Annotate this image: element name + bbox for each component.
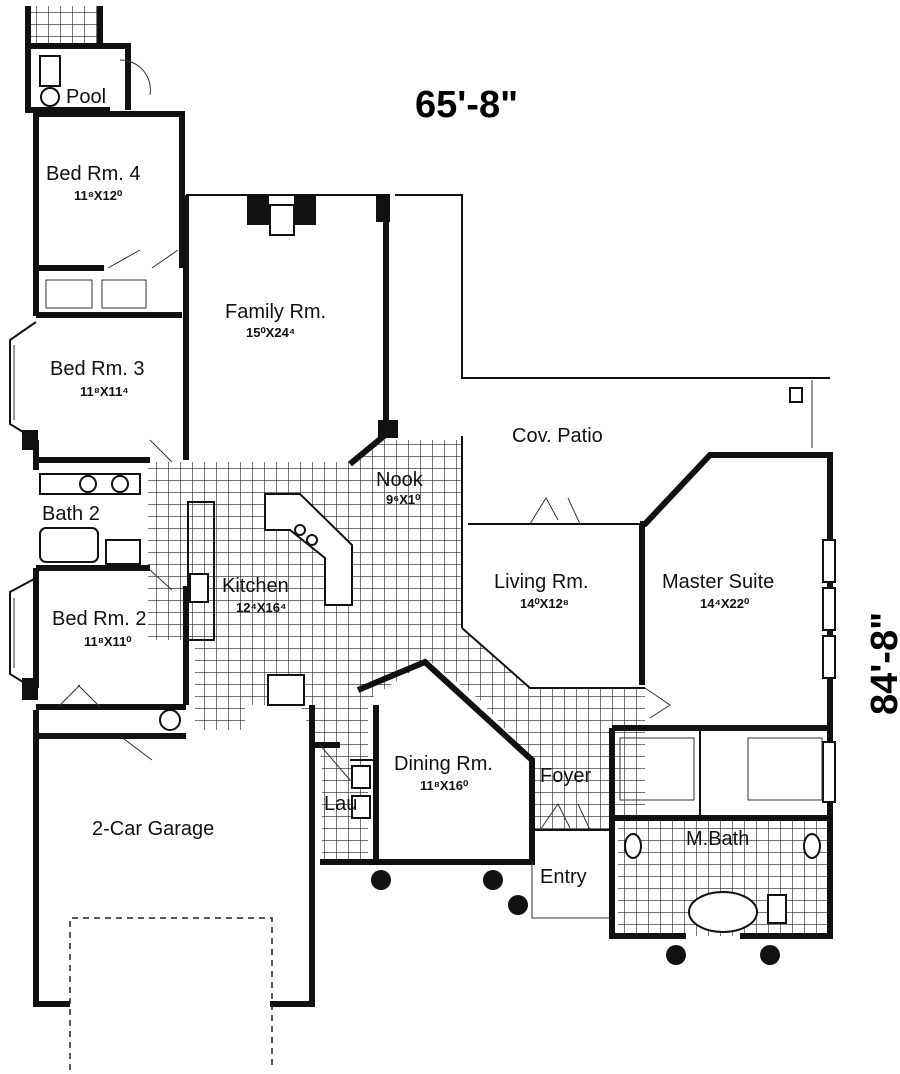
bed4-label: Bed Rm. 4 [46,163,140,185]
family-size: 15⁰X24⁴ [246,325,295,340]
bed2-size: 11⁸X11⁰ [84,634,132,649]
nook-label: Nook [376,469,424,491]
depth-dimension: 84'-8" [864,612,900,715]
laundry-label: Lau [324,793,357,815]
tiled-floor [28,6,828,936]
master-label: Master Suite [662,571,774,593]
kitchen-size: 12⁴X16⁴ [236,600,286,615]
bed4-size: 11⁸X12⁰ [74,188,123,203]
mbath-label: M.Bath [686,828,749,850]
patio-outline [395,194,830,448]
windows [822,539,836,803]
bath2-label: Bath 2 [42,503,100,525]
solid-blocks [22,195,780,965]
room-labels: Pool Bed Rm. 4 11⁸X12⁰ Family Rm. 15⁰X24… [42,86,774,888]
pool-label: Pool [66,86,106,108]
foyer-label: Foyer [540,765,591,787]
bay-windows [9,321,37,691]
entry-label: Entry [540,866,587,888]
nook-size: 9⁶X1⁰ [386,492,421,507]
dining-size: 11⁸X16⁰ [420,778,469,793]
bed2-label: Bed Rm. 2 [52,608,146,630]
master-size: 14⁴X22⁰ [700,596,750,611]
bed3-size: 11⁸X11⁴ [80,384,129,399]
living-size: 14⁰X12⁸ [520,596,569,611]
width-dimension: 65'-8" [415,84,518,126]
family-label: Family Rm. [225,301,326,323]
fixtures [39,55,823,933]
walls [25,6,833,1070]
dining-label: Dining Rm. [394,753,493,775]
garage-label: 2-Car Garage [92,818,214,840]
doors [57,59,671,831]
bed3-label: Bed Rm. 3 [50,358,144,380]
cov-patio-label: Cov. Patio [512,425,603,447]
living-label: Living Rm. [494,571,588,593]
kitchen-label: Kitchen [222,575,289,597]
